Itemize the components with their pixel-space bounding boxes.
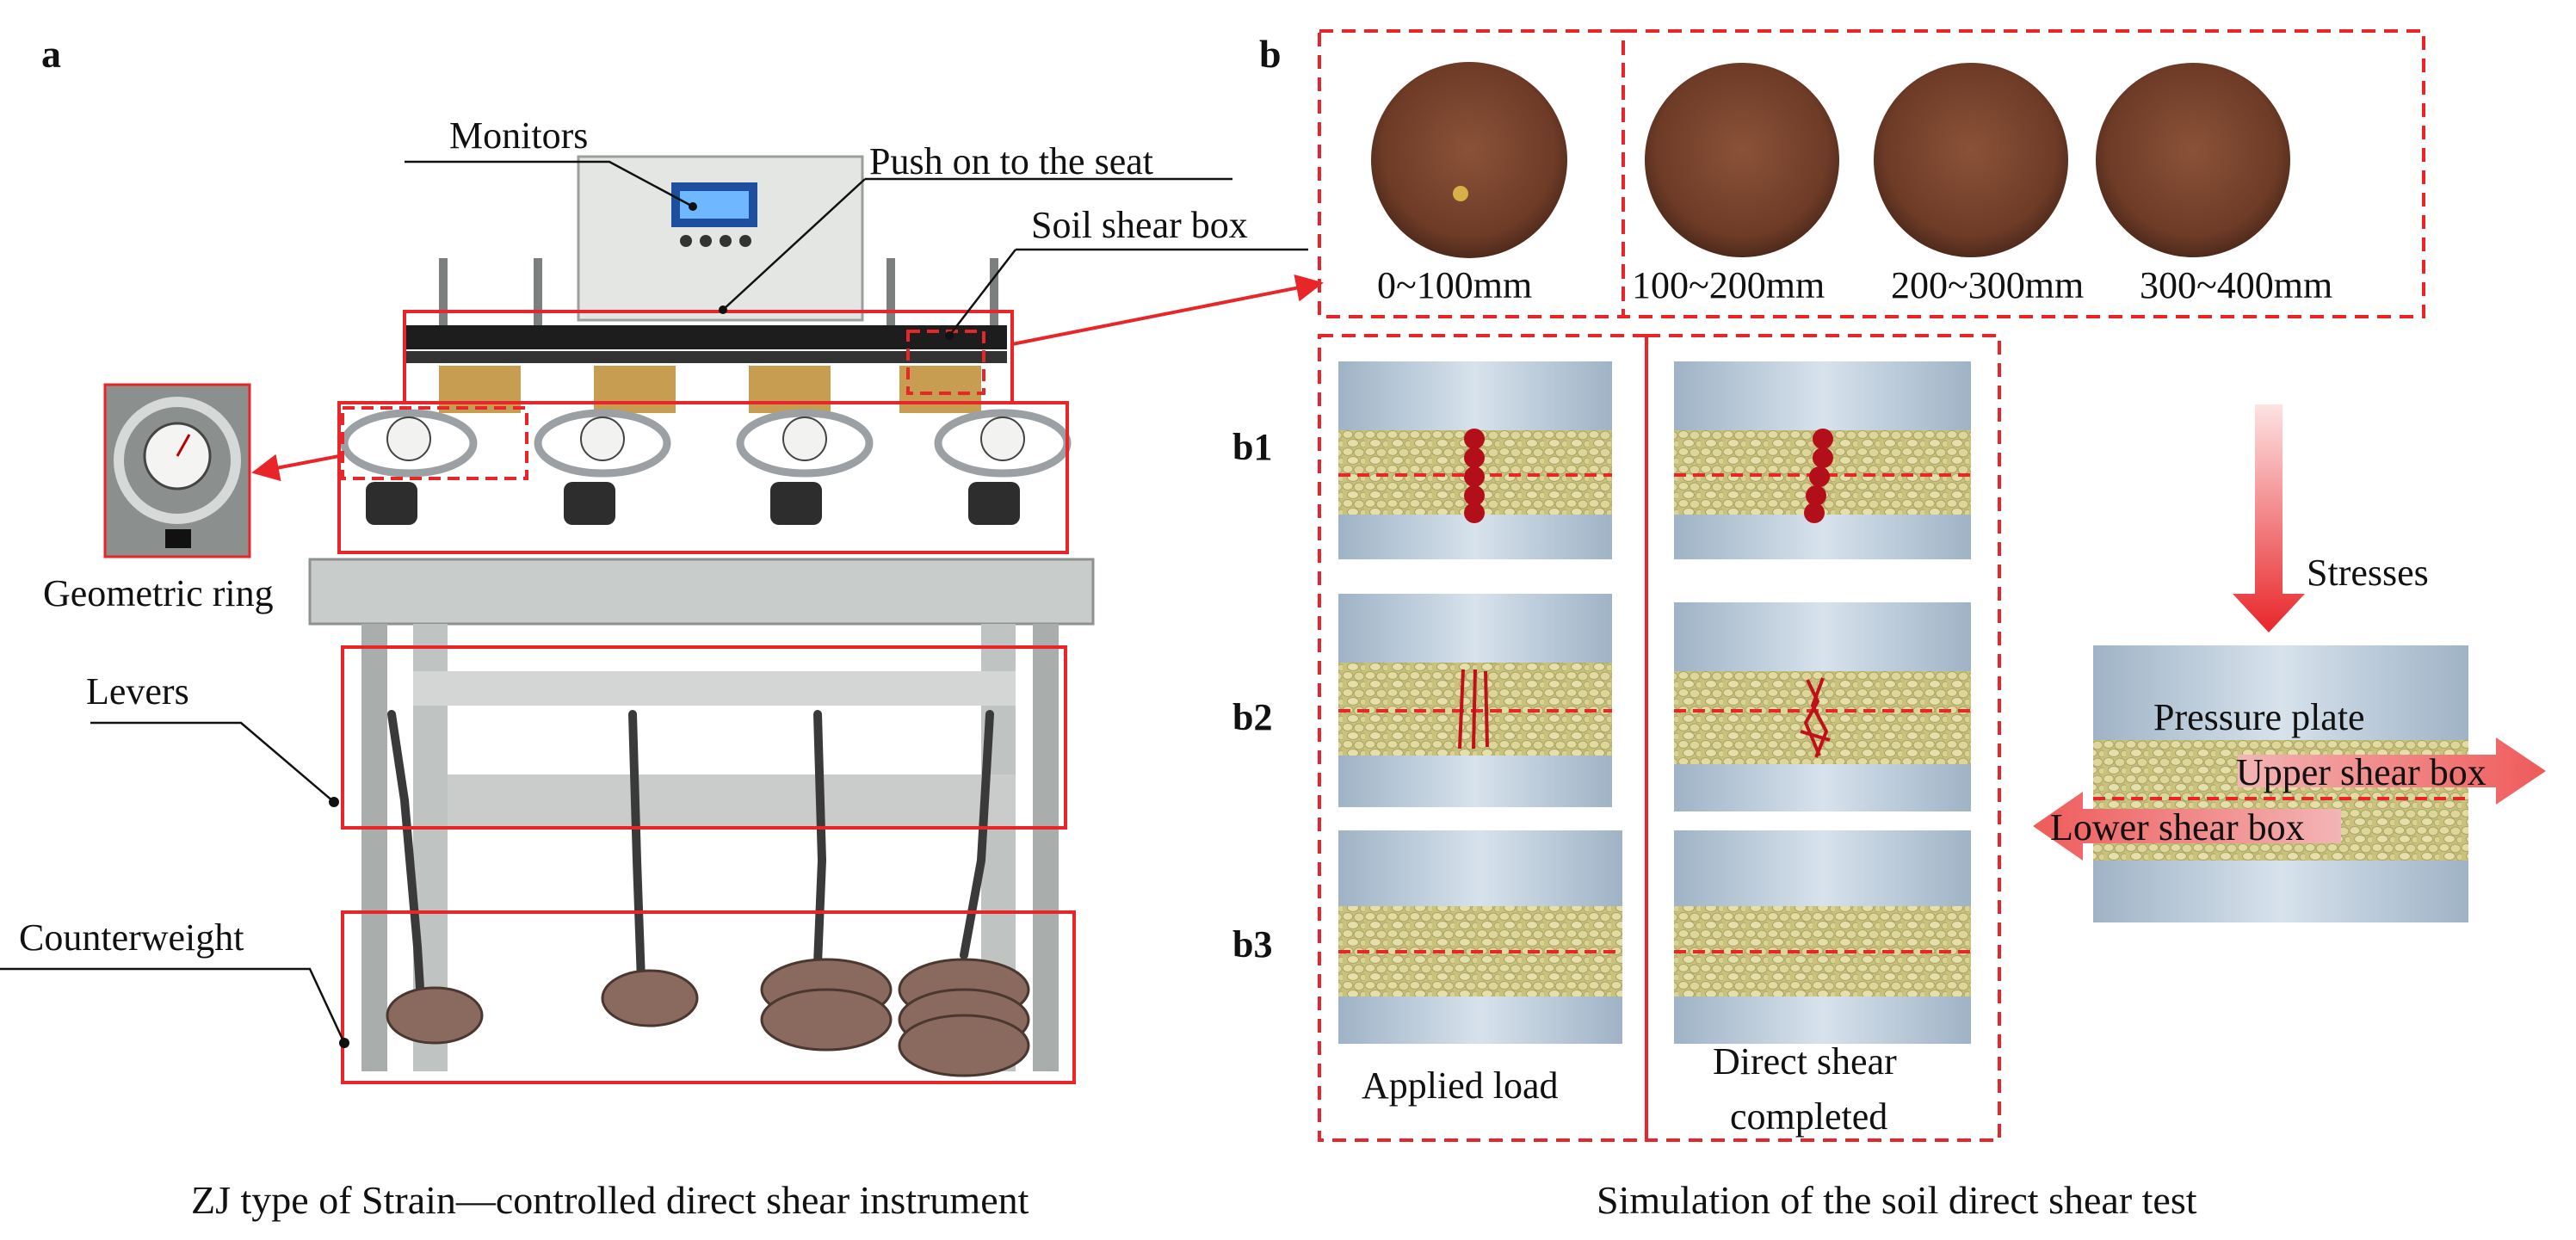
sample-depth-3: 200~300mm: [1891, 264, 2085, 306]
geometric-ring-inset: [103, 383, 251, 558]
caption-a: ZJ type of Strain—controlled direct shea…: [191, 1178, 1029, 1222]
row-label-b1: b1: [1232, 426, 1273, 468]
lower-box-arrow: [2033, 792, 2341, 861]
simulation-cells: [1338, 361, 1971, 1044]
stress-arrow: [2233, 404, 2305, 632]
annotation-boxes-a: [337, 310, 1076, 1084]
sample-depth-1: 0~100mm: [1377, 264, 1533, 306]
soil-sample-200-300: [1874, 63, 2068, 257]
soil-sample-100-200: [1645, 63, 1839, 257]
ring-dashed-highlight: [341, 406, 528, 480]
label-counterweight: Counterweight: [19, 916, 244, 959]
label-levers: Levers: [86, 670, 189, 713]
soil-sample-0-100: [1371, 62, 1567, 258]
label-monitors: Monitors: [449, 114, 589, 157]
label-push-seat: Push on to the seat: [869, 140, 1153, 182]
label-soil-shear-box: Soil shear box: [1031, 204, 1248, 246]
shear-schematic: [2033, 404, 2546, 922]
soil-sample-300-400: [2096, 63, 2290, 257]
ring-pointer-arrow: [251, 453, 340, 482]
sim-b1-applied: [1338, 361, 1612, 559]
col-label-completed-2: completed: [1730, 1095, 1888, 1138]
shearbox-dashed-highlight: [906, 330, 985, 395]
col-label-completed-1: Direct shear: [1713, 1040, 1897, 1083]
sim-b3-completed: [1674, 830, 1971, 1044]
sim-b2-applied: [1338, 594, 1612, 807]
to-samples-arrow: [1011, 274, 1324, 346]
label-geometric-ring: Geometric ring: [43, 572, 274, 614]
sample-depth-2: 100~200mm: [1632, 264, 1825, 306]
caption-b: Simulation of the soil direct shear test: [1597, 1178, 2197, 1222]
leader-lines: [0, 160, 1308, 1044]
sim-b1-completed: [1674, 361, 1971, 559]
soil-sample-discs: [1371, 62, 2290, 258]
row-label-b3: b3: [1232, 923, 1273, 965]
panel-letter-a: a: [41, 32, 61, 76]
sample-depth-4: 300~400mm: [2140, 264, 2333, 306]
label-lower-shear-box: Lower shear box: [2050, 806, 2305, 848]
sim-b3-applied: [1338, 830, 1622, 1044]
panel-letter-b: b: [1259, 32, 1282, 76]
row-label-b2: b2: [1232, 696, 1273, 738]
col-label-applied: Applied load: [1362, 1064, 1559, 1107]
sim-b2-completed: [1674, 602, 1971, 811]
upper-box-arrow: [2238, 737, 2546, 805]
label-upper-shear-box: Upper shear box: [2236, 751, 2486, 793]
label-pressure-plate: Pressure plate: [2153, 696, 2365, 738]
label-stresses: Stresses: [2307, 552, 2429, 594]
annotation-boxes-b: [1318, 29, 2425, 1142]
instrument-illustration: [308, 155, 1095, 1077]
